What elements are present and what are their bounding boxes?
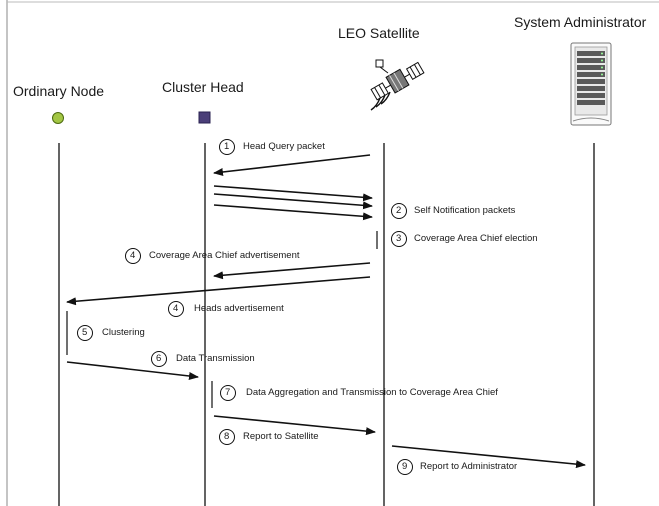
arrow-data-transmission <box>66 361 199 380</box>
step-circle-3 <box>391 231 407 247</box>
message-label-1: Head Query packet <box>243 141 325 152</box>
cluster-head-marker <box>198 111 211 124</box>
message-label-4b: Heads advertisement <box>194 303 284 314</box>
arrow-self-notification-1 <box>213 185 373 202</box>
step-number-9: 9 <box>402 461 408 472</box>
step-number-6: 6 <box>156 353 162 364</box>
step-number-3: 3 <box>396 233 402 244</box>
step-circle-1 <box>219 139 235 155</box>
actor-label-cluster-head: Cluster Head <box>162 79 244 95</box>
server-rack-icon <box>570 42 612 126</box>
step-circles <box>77 139 413 475</box>
step-circle-6 <box>151 351 167 367</box>
message-label-5: Clustering <box>102 327 145 338</box>
message-label-3: Coverage Area Chief election <box>414 233 538 244</box>
arrow-report-to-satellite <box>213 415 376 436</box>
step-circle-4a <box>125 248 141 264</box>
step-number-5: 5 <box>82 327 88 338</box>
arrow-heads-advertisement <box>66 276 371 306</box>
arrow-report-to-administrator <box>391 445 586 469</box>
step-number-4b: 4 <box>173 303 179 314</box>
arrow-head-query <box>213 154 371 176</box>
step-circle-4b <box>168 301 184 317</box>
step-circle-5 <box>77 325 93 341</box>
step-number-8: 8 <box>224 431 230 442</box>
message-label-4a: Coverage Area Chief advertisement <box>149 250 300 261</box>
arrow-coverage-chief-advertisement <box>213 262 371 280</box>
step-number-2: 2 <box>396 205 402 216</box>
actor-label-system-administrator: System Administrator <box>514 14 647 30</box>
message-label-2: Self Notification packets <box>414 205 516 216</box>
step-circle-2 <box>391 203 407 219</box>
step-circle-7 <box>220 385 236 401</box>
arrow-self-notification-2 <box>213 193 373 210</box>
actor-label-ordinary-node: Ordinary Node <box>13 83 105 99</box>
step-circle-8 <box>219 429 235 445</box>
satellite-icon <box>370 59 425 111</box>
step-circle-9 <box>397 459 413 475</box>
message-label-8: Report to Satellite <box>243 431 319 442</box>
arrow-self-notification-3 <box>213 204 373 221</box>
message-label-9: Report to Administrator <box>420 461 518 472</box>
step-number-7: 7 <box>225 387 231 398</box>
step-number-4a: 4 <box>130 250 136 261</box>
message-label-6: Data Transmission <box>176 353 255 364</box>
ordinary-node-marker <box>52 112 64 124</box>
step-number-1: 1 <box>224 141 230 152</box>
actor-label-leo-satellite: LEO Satellite <box>338 25 420 41</box>
message-label-7: Data Aggregation and Transmission to Cov… <box>246 387 498 398</box>
